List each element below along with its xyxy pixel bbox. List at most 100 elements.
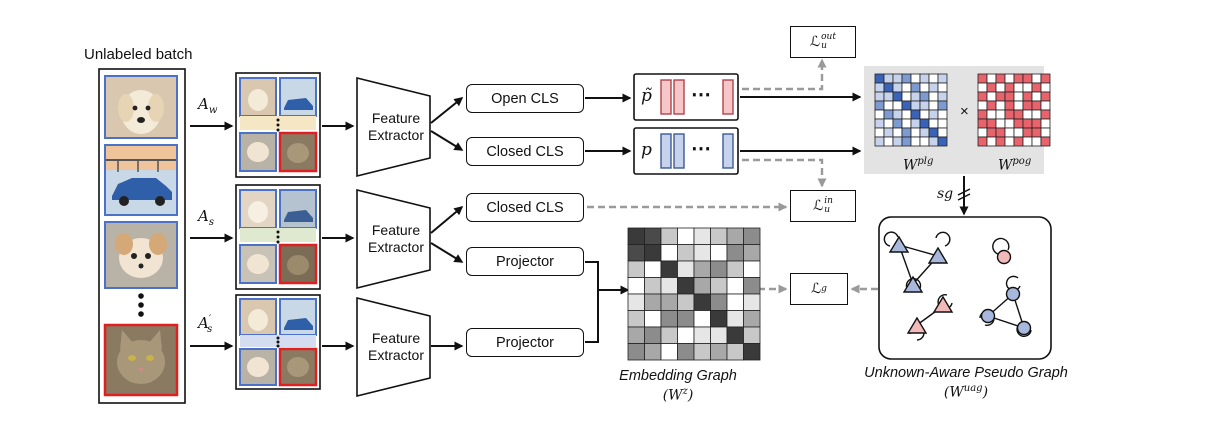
matrix-cell (677, 244, 695, 262)
matrix-cell (977, 91, 988, 102)
matrix-cell (883, 73, 894, 84)
small-dog-image (104, 221, 178, 289)
matrix-cell (693, 343, 711, 361)
matrix-cell (710, 260, 728, 278)
matrix-cell (995, 118, 1006, 129)
wpog-matrix (977, 73, 1051, 147)
matrix-cell (693, 277, 711, 295)
stop-gradient-mark (957, 193, 971, 201)
matrix-cell (1004, 91, 1015, 102)
matrix-cell (743, 227, 761, 245)
matrix-cell (910, 127, 921, 138)
loss-sub: u (824, 205, 830, 215)
matrix-cell (1040, 100, 1051, 111)
fe-line: Feature (371, 110, 421, 126)
w-sup: plg (917, 156, 934, 167)
matrix-cell (995, 109, 1006, 120)
uag-panel (878, 216, 1052, 360)
matrix-cell (1004, 127, 1015, 138)
connector (585, 290, 599, 343)
matrix-cell (1013, 127, 1024, 138)
loss-symbol: ℒ (810, 34, 821, 50)
matrix-cell (1022, 73, 1033, 84)
matrix-cell (928, 136, 939, 147)
matrix-cell (892, 109, 903, 120)
feature-extractor-2 (356, 188, 431, 290)
feature-extractor-label-1: Feature Extractor (360, 110, 432, 144)
matrix-cell (874, 91, 885, 102)
matrix-cell (677, 326, 695, 344)
feature-extractor-1 (356, 76, 431, 178)
matrix-cell (726, 244, 744, 262)
matrix-cell (726, 326, 744, 344)
open-pred-dots: ⋯ (691, 84, 711, 106)
wpog-label: Wpog (998, 156, 1031, 174)
open-pred-symbol: p̃ (641, 86, 652, 106)
uag-caption: Unknown-Aware Pseudo Graph (864, 365, 1068, 381)
matrix-cell (901, 118, 912, 129)
matrix-cell (644, 277, 662, 295)
matrix-cell (1022, 91, 1033, 102)
arrow (430, 242, 464, 263)
matrix-cell (677, 310, 695, 328)
matrix-cell (910, 136, 921, 147)
aug-letter: A (198, 95, 209, 113)
matrix-cell (627, 227, 645, 245)
matrix-cell (710, 244, 728, 262)
w-base: W (998, 157, 1013, 174)
matrix-cell (1031, 127, 1042, 138)
matrix-cell (743, 293, 761, 311)
matrix-cell (919, 109, 930, 120)
matrix-cell (919, 100, 930, 111)
matrix-cell (995, 100, 1006, 111)
matrix-cell (892, 91, 903, 102)
matrix-cell (726, 260, 744, 278)
loss-symbol: ℒ (813, 198, 824, 214)
matrix-cell (901, 136, 912, 147)
matrix-cell (677, 343, 695, 361)
strong-aug-label: As (198, 207, 214, 228)
ellipsis-dot (138, 293, 144, 299)
w-base: W (903, 157, 918, 174)
matrix-cell (644, 293, 662, 311)
matrix-cell (1022, 136, 1033, 147)
strong-view-panel (235, 184, 321, 290)
matrix-cell (726, 227, 744, 245)
w-base: W (668, 387, 683, 404)
batch-panel (98, 68, 186, 404)
matrix-cell (660, 244, 678, 262)
matrix-cell (928, 118, 939, 129)
matrix-cell (995, 73, 1006, 84)
matrix-cell (986, 91, 997, 102)
weak-view-panel (235, 72, 321, 178)
matrix-cell (1013, 91, 1024, 102)
matrix-cell (977, 127, 988, 138)
matrix-cell (1031, 82, 1042, 93)
fe-line: Feature (371, 330, 421, 346)
matrix-cell (743, 244, 761, 262)
matrix-cell (928, 127, 939, 138)
matrix-cell (726, 343, 744, 361)
open-prediction-box (633, 73, 739, 121)
matrix-cell (901, 100, 912, 111)
matrix-cell (919, 136, 930, 147)
matrix-cell (977, 100, 988, 111)
matrix-cell (1031, 118, 1042, 129)
matrix-cell (627, 244, 645, 262)
matrix-cell (627, 343, 645, 361)
matrix-cell (1004, 136, 1015, 147)
fe-line: Extractor (367, 347, 424, 363)
matrix-cell (937, 82, 948, 93)
matrix-cell (928, 73, 939, 84)
matrix-cell (874, 136, 885, 147)
matrix-cell (1013, 136, 1024, 147)
matrix-cell (660, 293, 678, 311)
matrix-cell (874, 118, 885, 129)
matrix-cell (919, 82, 930, 93)
matrix-cell (1031, 109, 1042, 120)
matrix-cell (928, 91, 939, 102)
matrix-cell (743, 343, 761, 361)
matrix-cell (1040, 73, 1051, 84)
matrix-cell (693, 244, 711, 262)
